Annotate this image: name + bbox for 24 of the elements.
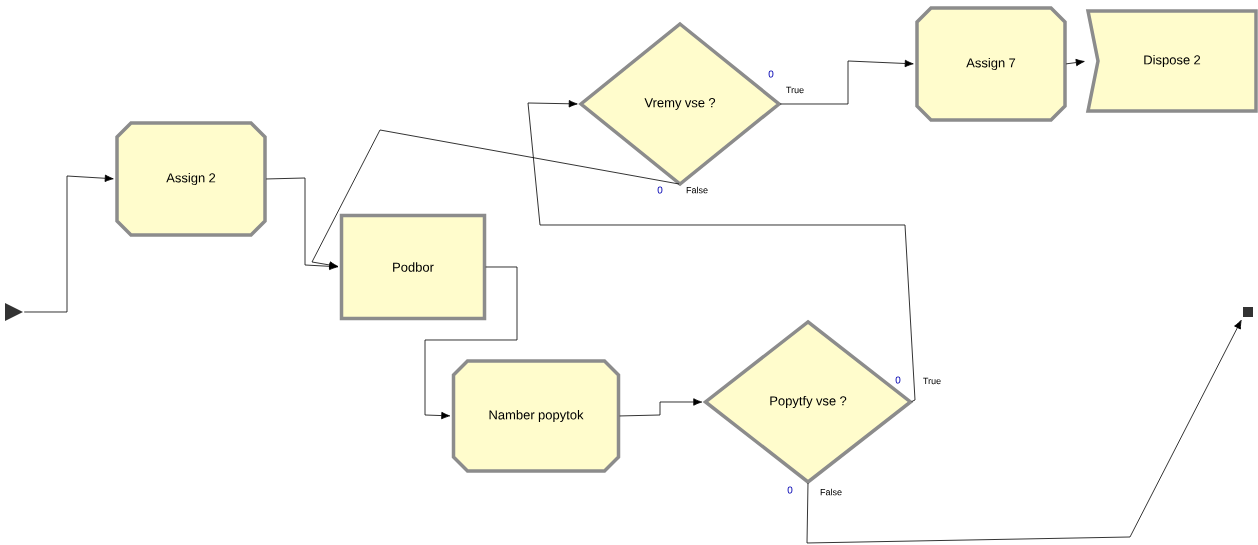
connector (1065, 58, 1085, 67)
process-box: Podbor (339, 213, 487, 321)
connector (23, 174, 114, 313)
count-label: 0 (768, 70, 774, 78)
branch-label: False (686, 186, 708, 194)
process-box: Assign 2 (115, 121, 267, 237)
connector (619, 398, 703, 417)
branch-label: False (820, 488, 842, 496)
count-label: 0 (657, 186, 663, 194)
create-triangle (5, 303, 23, 321)
connector (311, 129, 680, 269)
connector (265, 177, 339, 271)
dispose-box: Dispose 2 (1085, 9, 1258, 113)
process-box: Namber popytok (451, 359, 621, 473)
process-box: Assign 7 (915, 6, 1067, 122)
branch-label: True (786, 86, 804, 94)
connector (424, 266, 518, 420)
count-label: 0 (895, 376, 901, 384)
connector (806, 319, 1242, 544)
end-square (1243, 307, 1253, 317)
connector (527, 100, 916, 402)
branch-label: True (923, 377, 941, 385)
connector (779, 59, 914, 105)
count-label: 0 (787, 486, 793, 494)
